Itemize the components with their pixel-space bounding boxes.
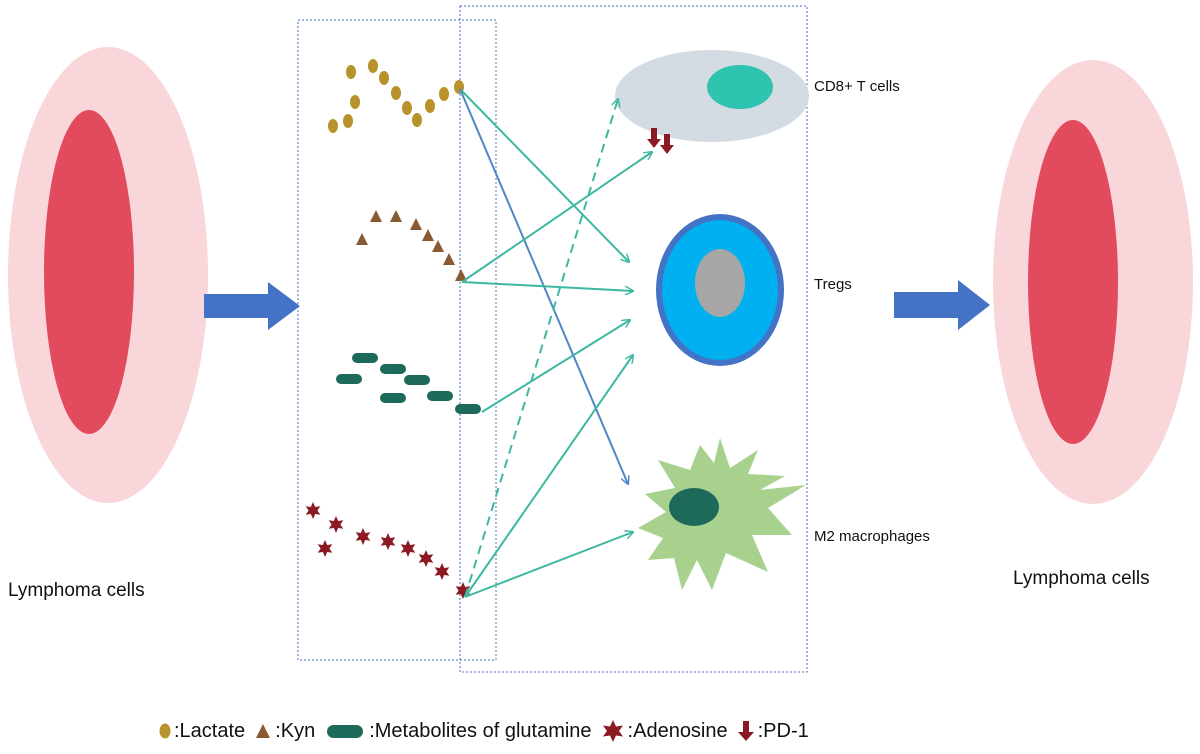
legend-label-pd1: :PD-1 [757,719,809,742]
m2-macrophage [638,438,806,590]
legend-item-glutamine: :Metabolites of glutamine [323,719,592,743]
treg-cell [656,214,784,366]
adenosine-arrows [464,99,633,598]
legend-label-lactate: :Lactate [174,719,246,742]
pd1-markers [647,128,674,154]
legend-item-kyn: :Kyn [253,720,315,743]
legend-label-glutamine: :Metabolites of glutamine [369,719,592,742]
glutamine-arrows [481,320,630,413]
cd8-label: CD8+ T cells [814,78,900,95]
cd8-t-cell [615,50,809,142]
immune-cell-box [459,5,808,673]
lactate-group [328,59,464,133]
legend-item-adenosine: :Adenosine [600,718,728,744]
tregs-label: Tregs [814,276,852,293]
source-cell-label: Lymphoma cells [8,580,145,601]
glutamine-pill-icon [327,725,364,738]
legend: :Lactate :Kyn :Metabolites of glutamine … [158,716,817,746]
source-lymphoma-cell [8,47,208,503]
legend-item-lactate: :Lactate [158,720,245,743]
adenosine-star-icon [602,720,623,742]
metabolite-box [297,19,497,661]
lactate-dot-icon [159,723,171,739]
result-lymphoma-cell [993,60,1193,504]
kyn-triangle-icon [256,724,271,738]
legend-item-pd1: :PD-1 [736,719,809,743]
pd1-arrow-icon [737,721,754,741]
legend-label-adenosine: :Adenosine [627,719,728,742]
kyn-arrows [461,152,652,291]
legend-label-kyn: :Kyn [275,719,316,742]
m2-label: M2 macrophages [814,528,930,545]
adenosine-group [305,502,471,599]
big-arrow-left [204,282,300,330]
result-cell-label: Lymphoma cells [1013,568,1150,589]
glutamine-group [336,353,481,414]
big-arrow-right [894,280,990,330]
kyn-group [356,210,467,281]
